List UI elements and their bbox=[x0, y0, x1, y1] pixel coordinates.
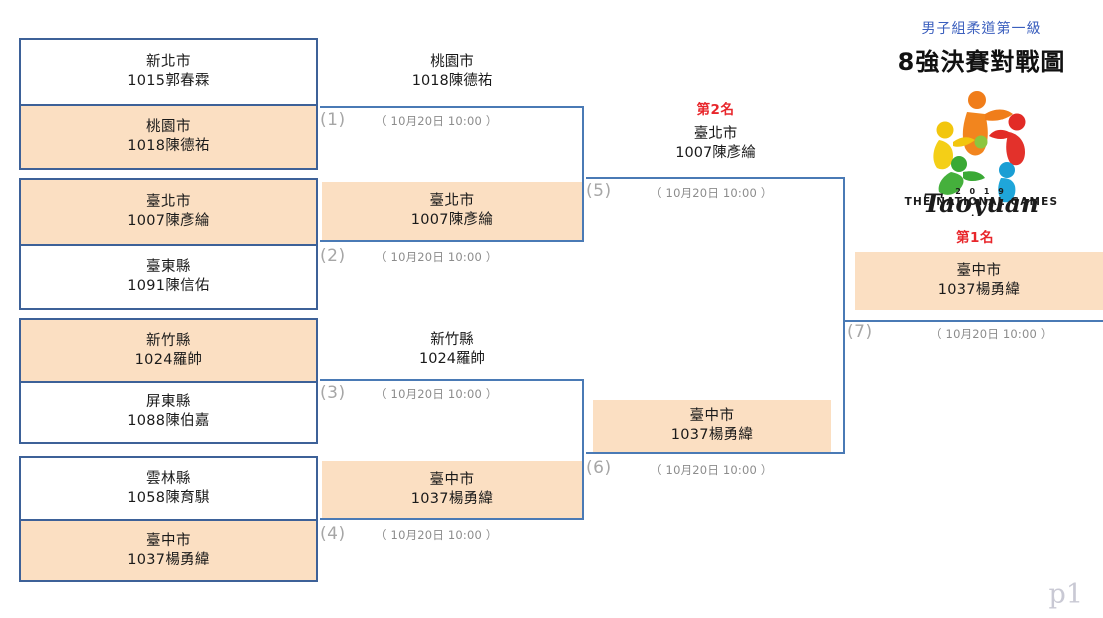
runner-up-rank-label: 第2名 bbox=[696, 102, 735, 118]
team-name: 臺北市 bbox=[429, 193, 475, 210]
logo-caption: THE NATIONAL GAMES bbox=[904, 196, 1059, 208]
r2-m6-competitor-2[interactable]: 臺中市 1037楊勇緯 bbox=[322, 461, 582, 518]
r2-match-5-number: (5) bbox=[586, 181, 612, 201]
team-name: 臺東縣 bbox=[146, 259, 191, 276]
r1-match-4-box bbox=[19, 456, 318, 582]
r3-m7-competitor-1[interactable]: 臺北市 1007陳彥綸 bbox=[586, 124, 845, 164]
athlete-name: 1037楊勇緯 bbox=[127, 551, 210, 568]
r1-match-2-date: （ 10月20日 10:00 ） bbox=[375, 250, 498, 264]
team-name: 臺北市 bbox=[146, 194, 191, 211]
r1-match-4-number: (4) bbox=[320, 524, 346, 544]
page-title: 8強決賽對戰圖 bbox=[897, 48, 1066, 76]
champion-rank-label: 第1名 bbox=[956, 230, 994, 246]
r2-m5-competitor-2[interactable]: 臺北市 1007陳彥綸 bbox=[322, 182, 582, 240]
team-name: 臺中市 bbox=[429, 471, 475, 488]
r1-m4-connector-bottom bbox=[320, 518, 584, 520]
event-subtitle: 男子組柔道第一級 bbox=[921, 21, 1042, 37]
athlete-name: 1058陳育騏 bbox=[127, 489, 210, 506]
athlete-name: 1018陳德祐 bbox=[127, 138, 210, 154]
r3-match-7-date: （ 10月20日 10:00 ） bbox=[930, 327, 1053, 341]
champion-competitor[interactable]: 臺中市 1037楊勇緯 bbox=[855, 252, 1103, 310]
r2-match-5-date: （ 10月20日 10:00 ） bbox=[650, 186, 773, 200]
logo-wordmark: Taoyuan bbox=[923, 189, 1039, 216]
r2-m5-competitor-1[interactable]: 桃園市 1018陳德祐 bbox=[320, 52, 584, 92]
team-name: 臺中市 bbox=[689, 408, 735, 425]
team-name: 桃園市 bbox=[146, 119, 191, 136]
r2-m5-connector-spine bbox=[582, 106, 584, 242]
r1-match-2-number: (2) bbox=[320, 246, 346, 266]
r1-m3-competitor-1[interactable]: 新竹縣 1024羅帥 bbox=[21, 320, 316, 381]
r1-m4-competitor-1[interactable]: 雲林縣 1058陳育騏 bbox=[21, 458, 316, 519]
team-name: 桃園市 bbox=[430, 54, 474, 71]
team-name: 臺北市 bbox=[693, 126, 738, 143]
team-name: 新竹縣 bbox=[430, 332, 474, 349]
athlete-name: 1007陳彥綸 bbox=[127, 213, 210, 229]
page-number: p1 bbox=[1048, 579, 1083, 610]
r1-m2-competitor-2[interactable]: 臺東縣 1091陳信佑 bbox=[21, 246, 316, 308]
athlete-name: 1024羅帥 bbox=[419, 351, 485, 367]
athlete-name: 1018陳德祐 bbox=[411, 73, 493, 89]
r1-m3-connector-top bbox=[320, 379, 584, 381]
r2-m5-connector-top bbox=[586, 177, 845, 179]
athlete-name: 1037楊勇緯 bbox=[410, 490, 494, 507]
team-name: 臺中市 bbox=[146, 532, 191, 549]
athlete-name: 1037楊勇緯 bbox=[937, 282, 1021, 298]
r2-m6-connector-bottom bbox=[586, 452, 845, 454]
team-name: 新北市 bbox=[146, 54, 191, 71]
taoyuan-games-logo-icon: 2 0 1 9 Taoyuan bbox=[905, 78, 1057, 218]
r3-match-7-number: (7) bbox=[847, 322, 873, 342]
athlete-name: 1091陳信佑 bbox=[127, 278, 210, 294]
athlete-name: 1007陳彥綸 bbox=[675, 145, 756, 161]
r3-m7-connector-spine bbox=[843, 177, 845, 454]
r2-match-6-date: （ 10月20日 10:00 ） bbox=[650, 463, 773, 477]
r1-match-1-number: (1) bbox=[320, 110, 346, 130]
r1-match-1-date: （ 10月20日 10:00 ） bbox=[375, 114, 498, 128]
team-name: 雲林縣 bbox=[146, 470, 191, 487]
r1-m1-divider bbox=[21, 104, 316, 106]
r1-match-3-number: (3) bbox=[320, 383, 346, 403]
r1-m4-divider bbox=[21, 519, 316, 521]
r1-match-3-date: （ 10月20日 10:00 ） bbox=[375, 387, 498, 401]
r1-m1-connector-top bbox=[320, 106, 584, 108]
team-name: 臺中市 bbox=[956, 263, 1002, 280]
r2-match-6-number: (6) bbox=[586, 458, 612, 478]
r3-m7-competitor-2[interactable]: 臺中市 1037楊勇緯 bbox=[593, 400, 831, 452]
r1-m2-competitor-1[interactable]: 臺北市 1007陳彥綸 bbox=[21, 180, 316, 244]
athlete-name: 1015郭春霖 bbox=[127, 73, 210, 89]
team-name: 屏東縣 bbox=[146, 394, 191, 411]
r1-m4-competitor-2[interactable]: 臺中市 1037楊勇緯 bbox=[21, 521, 316, 580]
r2-m6-connector-spine bbox=[582, 379, 584, 520]
athlete-name: 1024羅帥 bbox=[134, 351, 203, 368]
logo-year: 2 0 1 9 bbox=[955, 187, 1007, 196]
r1-match-3-box bbox=[19, 318, 318, 444]
r1-m1-competitor-2[interactable]: 桃園市 1018陳德祐 bbox=[21, 106, 316, 168]
athlete-name: 1037楊勇緯 bbox=[670, 427, 754, 443]
r1-m3-competitor-2[interactable]: 屏東縣 1088陳伯嘉 bbox=[21, 383, 316, 441]
team-name: 新竹縣 bbox=[146, 332, 191, 349]
r2-m6-competitor-1[interactable]: 新竹縣 1024羅帥 bbox=[320, 330, 584, 370]
r1-match-1-box bbox=[19, 38, 318, 170]
athlete-name: 1007陳彥綸 bbox=[410, 212, 494, 228]
r1-m1-competitor-1[interactable]: 新北市 1015郭春霖 bbox=[21, 40, 316, 104]
r1-m2-divider bbox=[21, 244, 316, 246]
athlete-name: 1088陳伯嘉 bbox=[127, 413, 210, 429]
r1-match-2-box bbox=[19, 178, 318, 310]
r1-m3-divider bbox=[21, 381, 316, 383]
final-connector-line bbox=[845, 320, 1103, 322]
r1-match-4-date: （ 10月20日 10:00 ） bbox=[375, 528, 498, 542]
r1-m2-connector-bottom bbox=[320, 240, 584, 242]
